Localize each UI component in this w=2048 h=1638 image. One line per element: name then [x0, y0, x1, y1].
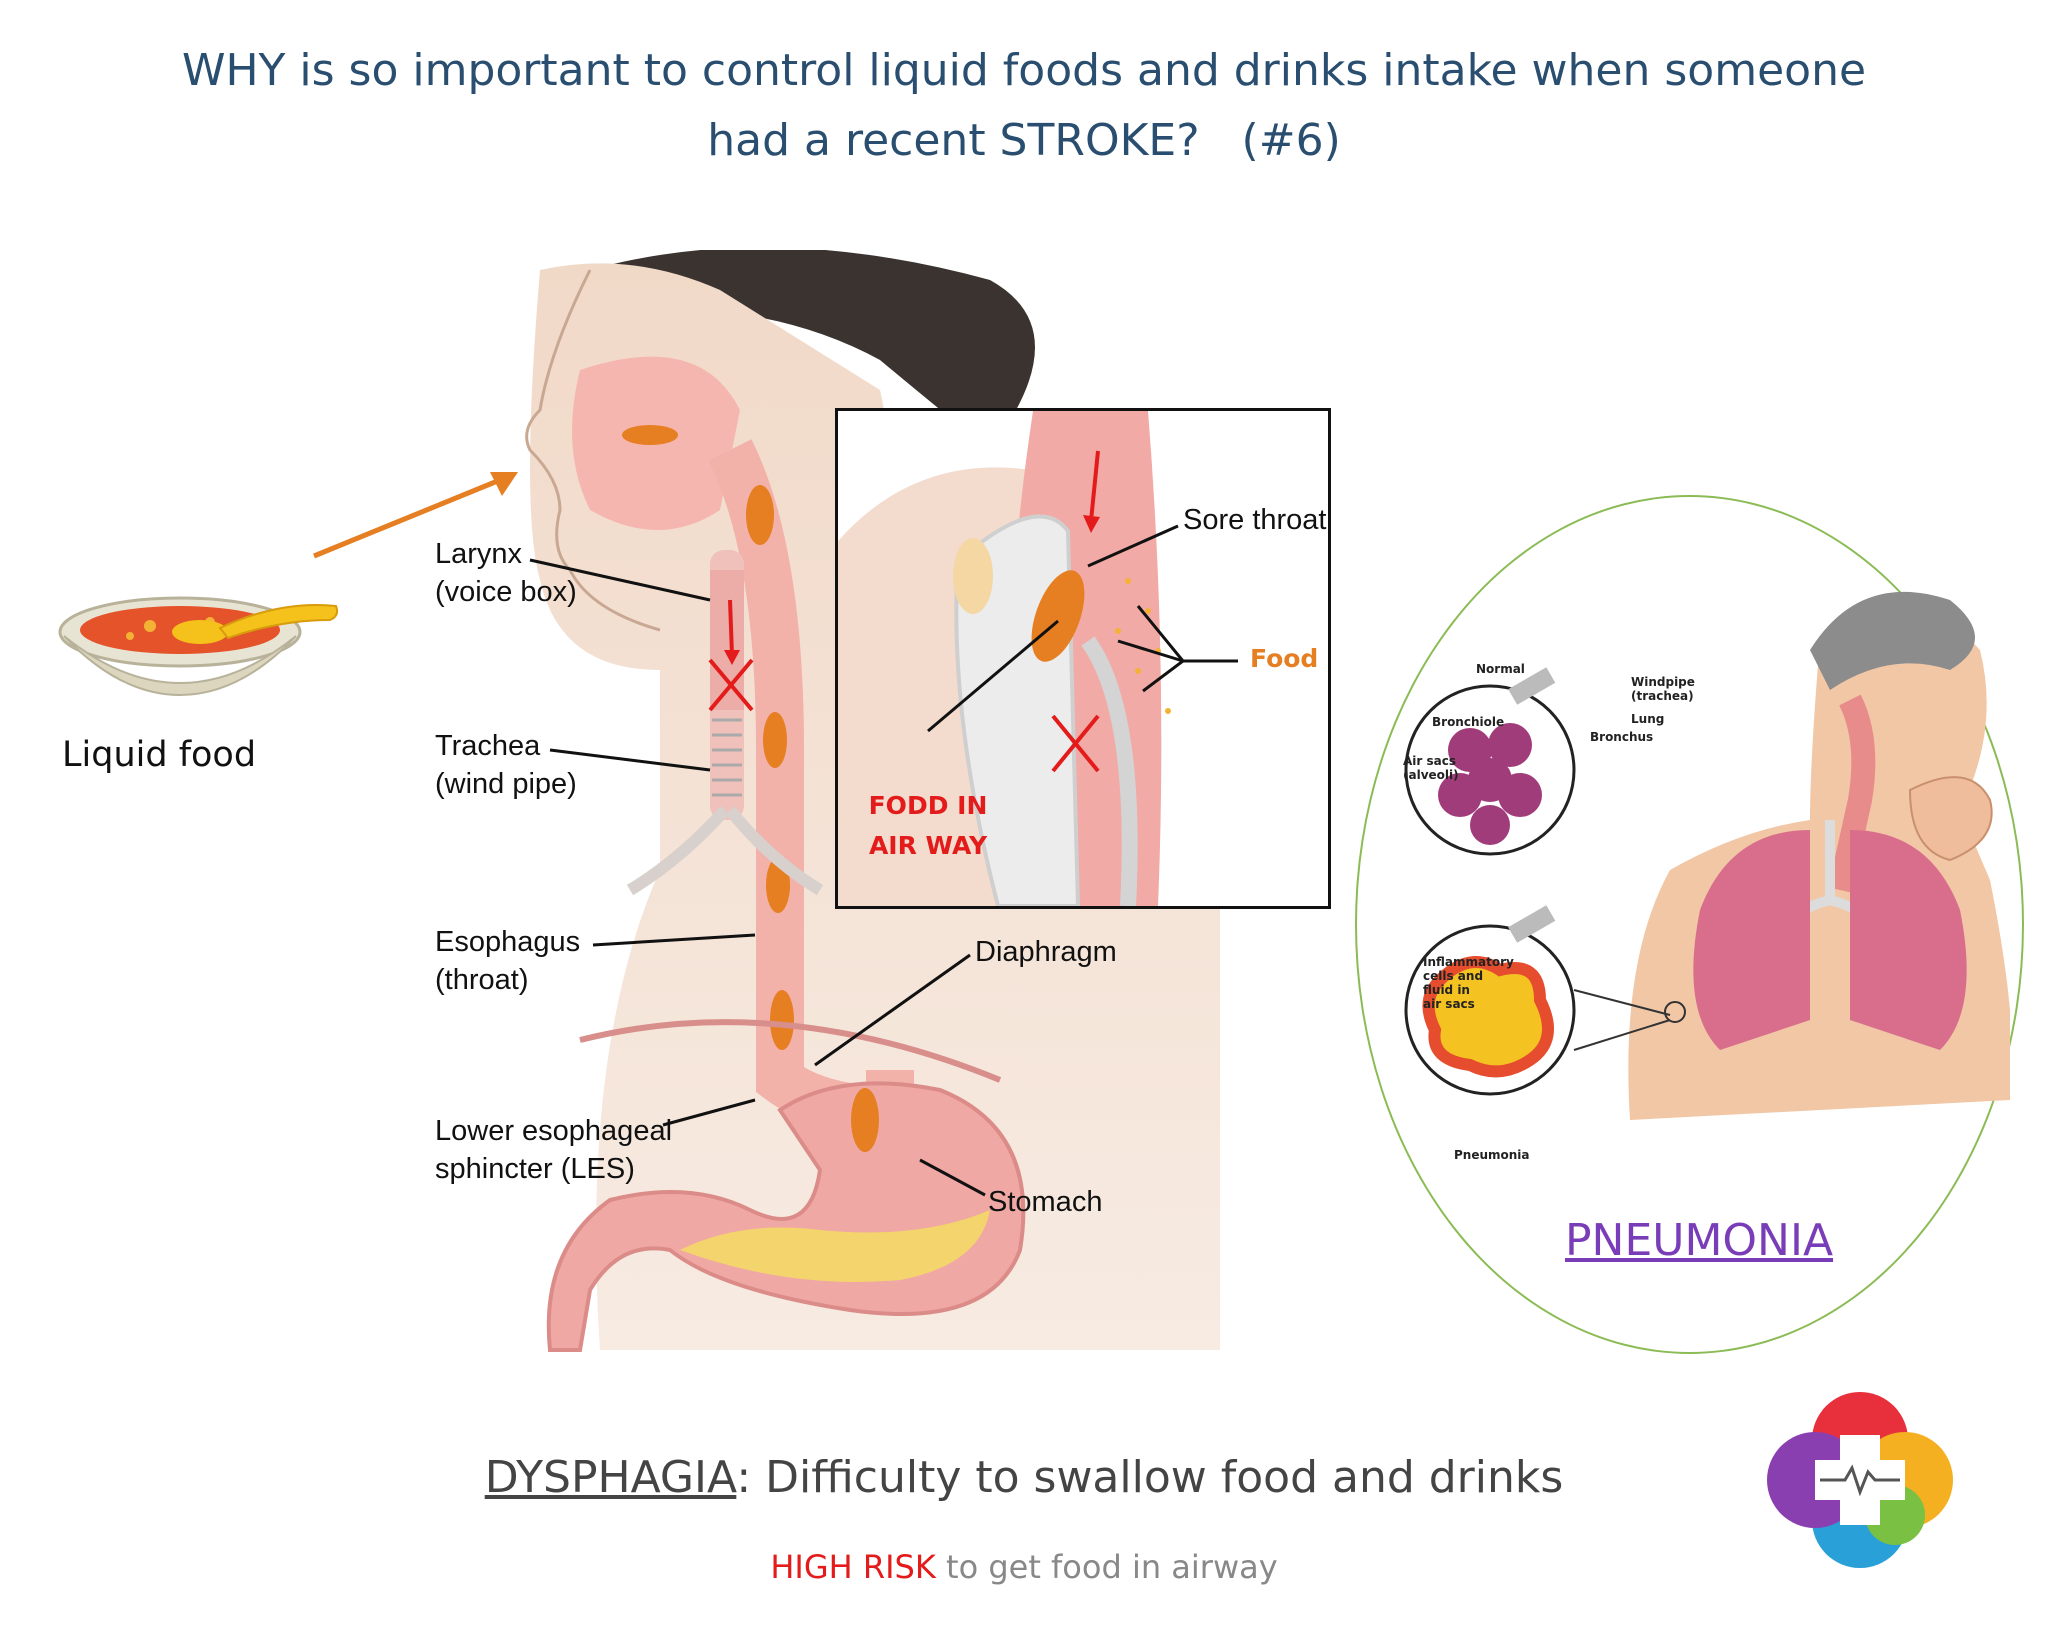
esophagus-label: Esophagus (throat) — [435, 926, 581, 996]
risk-rest-text: to get food in airway — [935, 1548, 1278, 1586]
air-sacs-label: Air sacs (alveoli) — [1403, 754, 1459, 782]
title-line-2: had a recent STROKE? (#6) — [707, 115, 1341, 166]
high-risk-text: HIGH RISK — [770, 1548, 936, 1586]
diaphragm-label: Diaphragm — [975, 936, 1117, 968]
medical-cross-logo-icon — [1767, 1392, 1953, 1568]
pneumonia-small-label: Pneumonia — [1454, 1148, 1530, 1162]
bronchus-label: Bronchus — [1590, 730, 1654, 744]
pneumonia-heading: PNEUMONIA — [1565, 1215, 1834, 1266]
airway-inset-illustration — [838, 411, 1328, 906]
page-title: WHY is so important to control liquid fo… — [0, 36, 2048, 176]
trachea-label: Trachea (wind pipe) — [435, 730, 577, 800]
intake-arrow — [313, 472, 518, 559]
title-line-1: WHY is so important to control liquid fo… — [181, 45, 1867, 96]
food-label: Food — [1250, 644, 1319, 673]
stomach-label: Stomach — [988, 1186, 1103, 1218]
risk-note: HIGH RISK to get food in airway — [0, 1548, 2048, 1586]
inflammatory-label: Inflammatory cells and fluid in air sacs — [1423, 955, 1514, 1011]
liquid-food-label: Liquid food — [62, 735, 257, 775]
airway-inset: Sore throat Food FODD IN AIR WAY — [835, 408, 1331, 909]
larynx-label: Larynx (voice box) — [435, 538, 577, 608]
windpipe-label: Windpipe (trachea) — [1631, 675, 1695, 703]
pneumonia-panel — [1355, 495, 2024, 1354]
dysphagia-definition: DYSPHAGIA: Difficulty to swallow food an… — [0, 1452, 2048, 1503]
lung-label: Lung — [1631, 712, 1665, 726]
dysphagia-term: DYSPHAGIA — [484, 1452, 737, 1503]
normal-label: Normal — [1476, 662, 1525, 676]
les-label: Lower esophageal sphincter (LES) — [435, 1115, 673, 1185]
pneumonia-illustration — [1404, 591, 2010, 1120]
dysphagia-text: : Difficulty to swallow food and drinks — [736, 1452, 1564, 1503]
sore-throat-label: Sore throat — [1183, 504, 1327, 536]
bronchiole-label: Bronchiole — [1432, 715, 1505, 729]
food-in-airway-label: FODD IN AIR WAY — [868, 791, 988, 860]
soup-bowl-icon — [58, 596, 339, 697]
